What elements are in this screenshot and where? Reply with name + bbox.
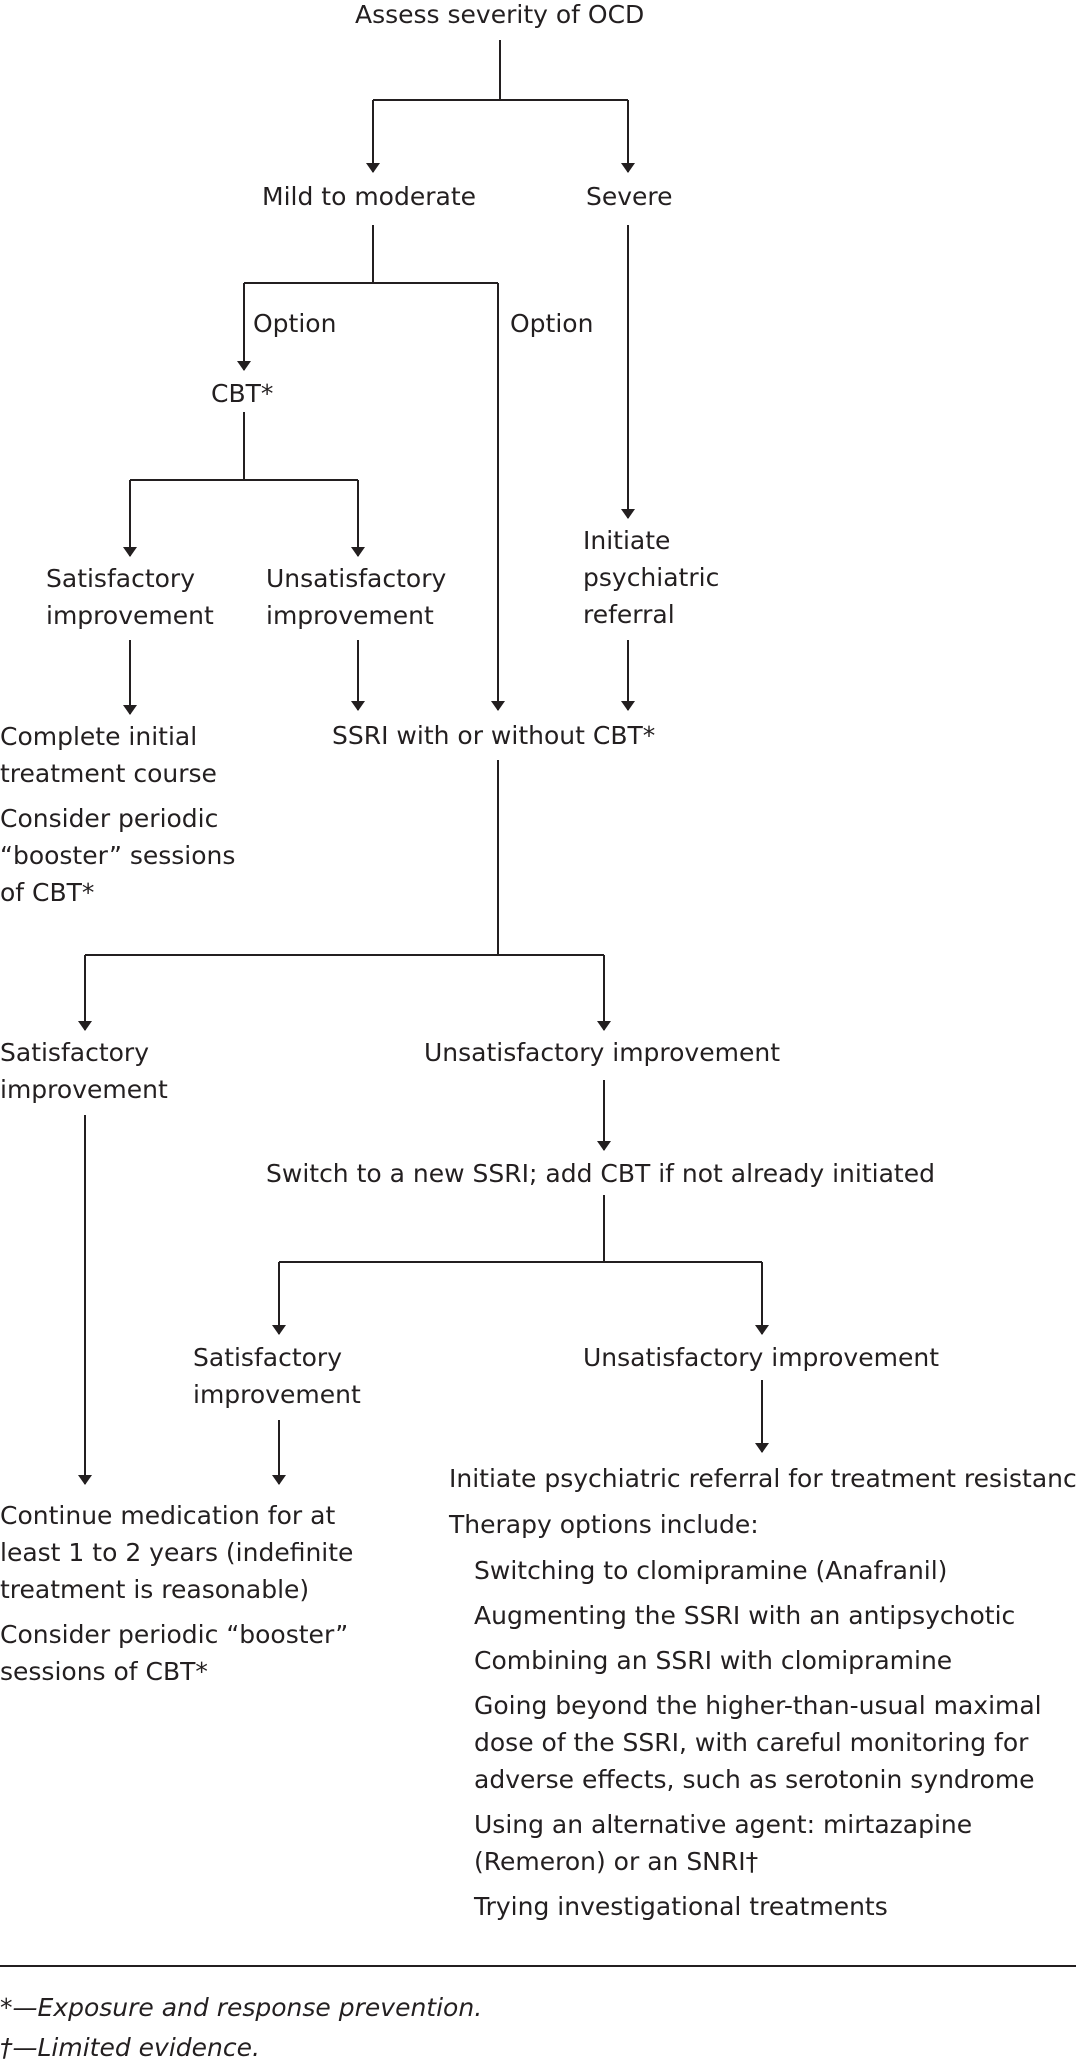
text-line: improvement — [193, 1380, 361, 1409]
therapy-option-item: Combining an SSRI with clomipramine — [474, 1642, 1076, 1679]
text-line: psychiatric — [583, 563, 720, 592]
therapy-option-item: Augmenting the SSRI with an antipsychoti… — [474, 1597, 1076, 1634]
text-line: Initiate — [583, 526, 671, 555]
text-line: least 1 to 2 years (indefinite — [0, 1538, 354, 1567]
text-line: adverse effects, such as serotonin syndr… — [474, 1765, 1035, 1794]
text-line: Consider periodic “booster” — [0, 1620, 349, 1649]
therapy-option-item: Using an alternative agent: mirtazapine … — [474, 1806, 1076, 1880]
node-continue-medication: Continue medication for at least 1 to 2 … — [0, 1497, 353, 1608]
text-line: improvement — [266, 601, 434, 630]
text-line: Switching to clomipramine (Anafranil) — [474, 1556, 948, 1585]
text-line: Using an alternative agent: mirtazapine — [474, 1810, 973, 1839]
node-mild-to-moderate: Mild to moderate — [262, 182, 477, 211]
text-line: Consider periodic — [0, 804, 219, 833]
text-line: Complete initial — [0, 722, 198, 751]
node-switch-unsatisfactory-improvement: Unsatisfactory improvement — [583, 1343, 939, 1372]
text-line: Continue medication for at — [0, 1501, 336, 1530]
footnote-limited-evidence: †—Limited evidence. — [0, 2033, 260, 2062]
label-option-left: Option — [253, 309, 337, 338]
node-severe: Severe — [586, 182, 673, 211]
node-resistance-referral: Initiate psychiatric referral for treatm… — [449, 1464, 1076, 1493]
text-line: of CBT* — [0, 878, 95, 907]
node-ssri-unsatisfactory-improvement: Unsatisfactory improvement — [424, 1038, 780, 1067]
therapy-options-list: Switching to clomipramine (Anafranil) Au… — [474, 1552, 1076, 1933]
text-line: Satisfactory — [46, 564, 195, 593]
text-line: Unsatisfactory — [266, 564, 447, 593]
therapy-option-item: Going beyond the higher-than-usual maxim… — [474, 1687, 1076, 1798]
node-switch-to-new-ssri: Switch to a new SSRI; add CBT if not alr… — [266, 1159, 935, 1188]
ssri-connector — [85, 760, 604, 956]
text-line: Going beyond the higher-than-usual maxim… — [474, 1691, 1042, 1720]
text-line: Satisfactory — [193, 1343, 342, 1372]
text-line: referral — [583, 600, 675, 629]
text-line: improvement — [46, 601, 214, 630]
text-line: “booster” sessions — [0, 841, 236, 870]
node-complete-initial-treatment: Complete initial treatment course — [0, 718, 217, 792]
cbt-connector — [130, 412, 358, 481]
node-ssri-with-or-without-cbt: SSRI with or without CBT* — [332, 721, 656, 750]
text-line: improvement — [0, 1075, 168, 1104]
node-therapy-options-heading: Therapy options include: — [449, 1510, 759, 1539]
therapy-option-item: Switching to clomipramine (Anafranil) — [474, 1552, 1076, 1589]
text-line: Satisfactory — [0, 1038, 149, 1067]
node-ssri-satisfactory-improvement: Satisfactory improvement — [0, 1034, 168, 1108]
node-switch-satisfactory-improvement: Satisfactory improvement — [193, 1339, 361, 1413]
text-line: (Remeron) or an SNRI† — [474, 1847, 759, 1876]
node-cbt: CBT* — [211, 379, 274, 408]
node-booster-sessions-first: Consider periodic “booster” sessions of … — [0, 800, 235, 911]
therapy-option-item: Trying investigational treatments — [474, 1888, 1076, 1925]
footnote-exposure: *—Exposure and response prevention. — [0, 1993, 483, 2022]
label-option-right: Option — [510, 309, 594, 338]
text-line: Augmenting the SSRI with an antipsychoti… — [474, 1601, 1016, 1630]
text-line: dose of the SSRI, with careful monitorin… — [474, 1728, 1029, 1757]
mild-connector — [244, 225, 498, 284]
text-line: treatment course — [0, 759, 217, 788]
switch-connector — [279, 1195, 762, 1263]
root-connector — [373, 40, 628, 101]
text-line: treatment is reasonable) — [0, 1575, 310, 1604]
text-line: sessions of CBT* — [0, 1657, 208, 1686]
text-line: Trying investigational treatments — [474, 1892, 888, 1921]
text-line: Combining an SSRI with clomipramine — [474, 1646, 953, 1675]
node-booster-sessions-second: Consider periodic “booster” sessions of … — [0, 1616, 348, 1690]
node-cbt-satisfactory-improvement: Satisfactory improvement — [46, 560, 214, 634]
node-initiate-psychiatric-referral: Initiate psychiatric referral — [583, 522, 719, 633]
node-assess-severity: Assess severity of OCD — [355, 0, 645, 29]
node-cbt-unsatisfactory-improvement: Unsatisfactory improvement — [266, 560, 446, 634]
